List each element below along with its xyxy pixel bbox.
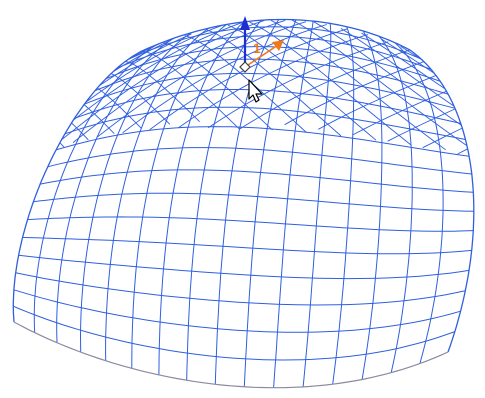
mesh-diagonal-line (313, 21, 461, 125)
pivot-diamond-icon[interactable] (239, 61, 251, 73)
mesh-meridian-line (395, 43, 443, 364)
mesh-meridian-line (215, 20, 278, 385)
mesh-meridian-line (81, 33, 192, 353)
mesh-meridian-line (159, 22, 244, 375)
mesh-diagonal-line (292, 20, 467, 146)
mesh-diagonal-line (388, 109, 456, 141)
mesh-diagonal-line (140, 52, 240, 130)
mesh-diagonal-line (353, 91, 447, 135)
dome-mesh[interactable] (13, 20, 474, 388)
mesh-diagonal-line (341, 28, 454, 106)
mesh-diagonal-line (97, 88, 141, 128)
mesh-diagonal-line (125, 61, 199, 121)
dome-surface[interactable] (13, 19, 474, 388)
dome-boundary-edge (13, 20, 474, 353)
mesh-diagonal-line (113, 40, 171, 71)
mesh-diagonal-line (72, 123, 89, 140)
mesh-diagonal-line (178, 35, 368, 128)
mesh-meridian-line (244, 20, 296, 387)
handle-label: 1 (253, 40, 261, 56)
mesh-diagonal-line (73, 22, 243, 120)
mesh-diagonal-line (185, 36, 307, 133)
mesh-diagonal-line (362, 33, 446, 89)
mesh-diagonal-line (285, 62, 424, 125)
mesh-diagonal-line (97, 22, 306, 138)
mesh-meridian-line (187, 20, 262, 380)
mesh-diagonal-line (123, 25, 327, 133)
mesh-meridian-line (303, 23, 331, 387)
mesh-meridian-line (106, 28, 209, 361)
mesh-diagonal-line (271, 21, 446, 150)
mesh-diagonal-line (423, 128, 463, 148)
mesh-meridian-line (274, 21, 314, 388)
arrow-cursor-icon (248, 79, 263, 103)
mesh-diagonal-line (318, 76, 436, 130)
mesh-meridian-line (34, 45, 157, 333)
mesh-meridian-line (362, 31, 382, 380)
z-axis-arrowhead-icon[interactable] (240, 16, 250, 30)
mesh-diagonal-line (250, 22, 411, 145)
mesh-diagonal-line (62, 21, 265, 140)
mesh-diagonal-line (163, 43, 272, 130)
handle-line[interactable] (247, 44, 279, 66)
mesh-meridian-line (57, 38, 175, 343)
mesh-diagonal-line (401, 46, 423, 60)
transform-gizmo[interactable]: 1 (239, 16, 284, 73)
mesh-meridian-line (132, 25, 227, 369)
mesh-diagonal-line (73, 20, 285, 142)
mesh-diagonal-line (228, 25, 376, 140)
mesh-diagonal-line (381, 39, 434, 73)
dome-front-rim (14, 322, 448, 388)
mesh-diagonal-line (84, 105, 114, 134)
mesh-diagonal-line (458, 149, 468, 154)
mesh-diagonal-line (60, 143, 64, 147)
mesh-meridian-line (333, 27, 354, 385)
handle-arrowhead-icon[interactable] (272, 40, 284, 51)
mesh-diagonal-line (208, 42, 388, 128)
mesh-meridian-line (379, 36, 412, 372)
mesh-diagonal-line (240, 50, 411, 129)
mesh-diagonal-line (150, 29, 348, 130)
mesh-diagonal-line (111, 74, 170, 125)
